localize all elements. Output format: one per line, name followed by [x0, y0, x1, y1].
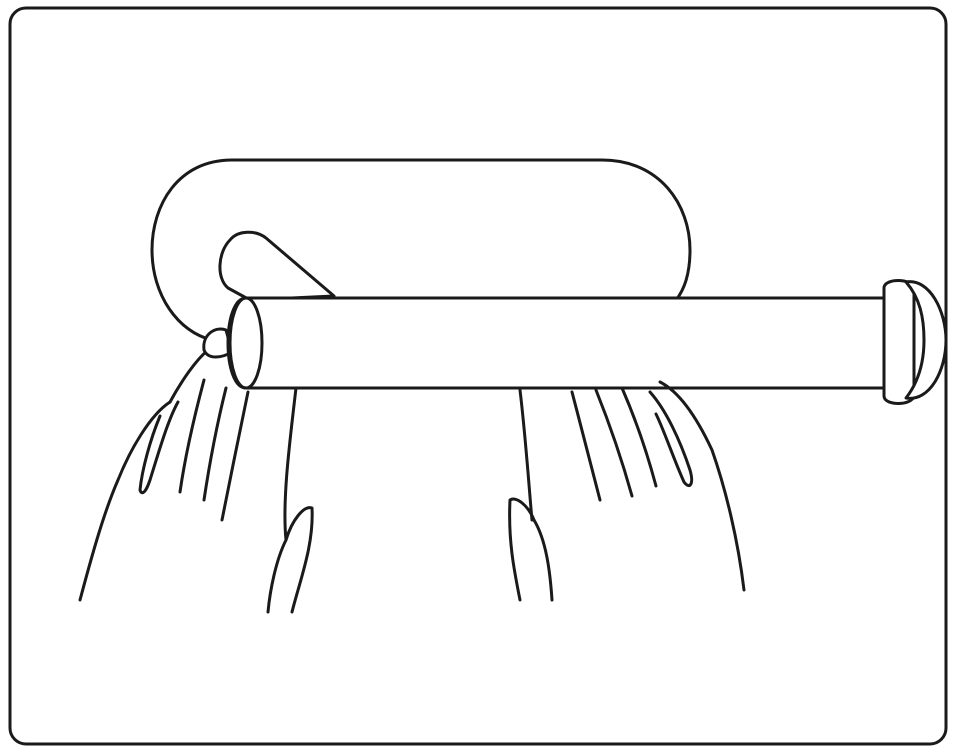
rod-end-cap-icon [884, 281, 946, 404]
holder-rod-icon [228, 298, 898, 388]
mounting-bracket-icon [220, 232, 334, 300]
right-hand-icon [510, 382, 744, 600]
